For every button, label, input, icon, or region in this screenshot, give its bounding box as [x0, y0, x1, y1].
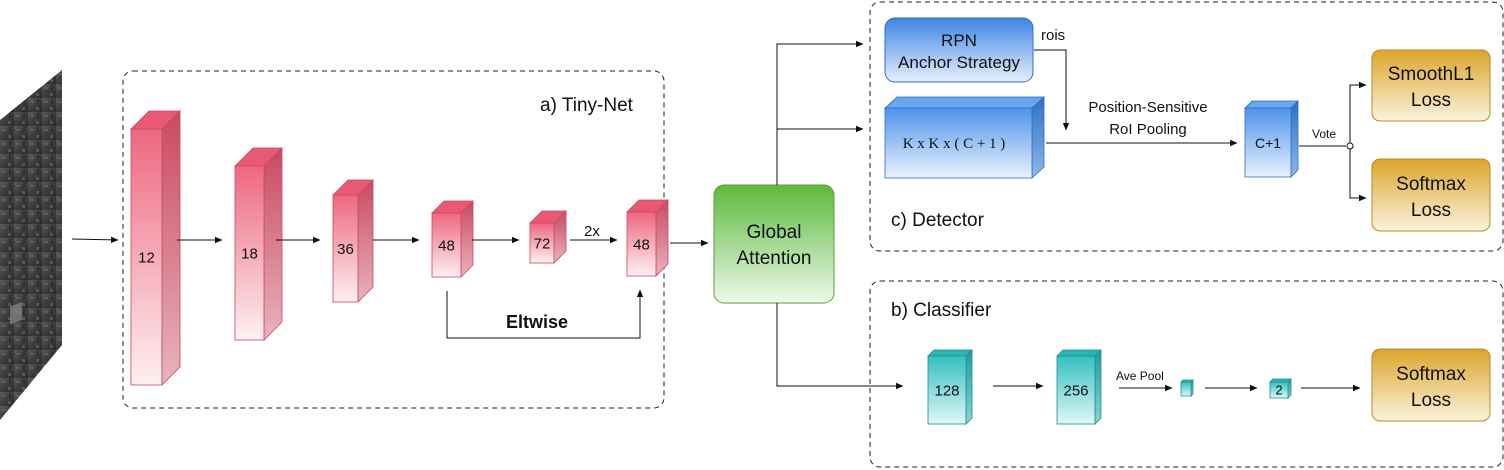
upsample-label: 2x	[584, 223, 600, 240]
rpn-line2: Anchor Strategy	[898, 53, 1020, 72]
arrow-input-to-net	[71, 236, 119, 244]
rpn-line1: RPN	[941, 31, 977, 50]
rpn-block	[884, 17, 1034, 83]
vote-label: Vote	[1312, 127, 1336, 141]
softmax-loss-block-classifier	[1371, 348, 1491, 422]
vote-to-smoothl1-arrow	[1349, 81, 1367, 143]
attention-branches	[776, 40, 904, 390]
pooling-line1: Position-Sensitive	[1088, 99, 1207, 116]
classifier-layer-1-label: 128	[934, 382, 959, 399]
position-sensitive-score-maps	[883, 96, 1046, 179]
global-attention-line1: Global	[747, 222, 802, 243]
eltwise-label: Eltwise	[506, 312, 568, 332]
softmax-loss-detector-line2: Loss	[1411, 200, 1451, 221]
classifier-arrows	[993, 382, 1361, 392]
smoothl1-loss-block	[1371, 49, 1491, 122]
feature-map-label: K x K x ( C + 1 )	[903, 136, 1006, 152]
softmax-loss-detector-line1: Softmax	[1396, 174, 1466, 195]
classifier-layer-4-label: 2	[1275, 383, 1282, 398]
softmax-loss-block-detector	[1371, 158, 1491, 232]
classifier-layer-4: 2	[1269, 378, 1292, 399]
tiny-net-layers: 12 18 36 48 72 48	[130, 110, 669, 386]
tiny-net-layer-1-label: 12	[138, 249, 155, 266]
input-image	[0, 70, 62, 420]
classifier-layers: 128 256 2	[927, 349, 1292, 425]
rois-label: rois	[1041, 27, 1065, 44]
tiny-net-layer-2: 18	[234, 147, 283, 341]
tiny-net-layer-4-label: 48	[438, 237, 455, 254]
tiny-net-layer-2-label: 18	[241, 245, 258, 262]
detector-panel	[869, 1, 1504, 252]
rois-arrow	[1034, 49, 1070, 131]
tiny-net-layer-3: 36	[332, 179, 374, 303]
tiny-net-layer-3-label: 36	[337, 241, 354, 258]
tiny-net-layer-5-label: 72	[534, 235, 551, 252]
class-score-label: C+1	[1255, 135, 1281, 151]
vote-junction	[1346, 142, 1354, 150]
classifier-layer-2-label: 256	[1063, 382, 1088, 399]
global-attention-line2: Attention	[737, 248, 812, 269]
tiny-net-layer-4: 48	[431, 200, 474, 278]
smoothl1-loss-line2: Loss	[1411, 90, 1451, 111]
ave-pool-label: Ave Pool	[1116, 369, 1164, 383]
tiny-net-arrows	[177, 236, 644, 339]
vote-to-softmax-arrow	[1349, 149, 1367, 202]
classifier-panel	[869, 280, 1504, 468]
softmax-loss-classifier-line1: Softmax	[1396, 364, 1466, 385]
global-attention-block	[713, 184, 835, 304]
softmax-loss-classifier-line2: Loss	[1411, 390, 1451, 411]
smoothl1-loss-line1: SmoothL1	[1388, 64, 1475, 85]
classifier-layer-3	[1180, 379, 1194, 397]
tiny-net-layer-5: 72	[529, 210, 567, 264]
tiny-net-layer-6-label: 48	[633, 236, 650, 253]
tiny-net-layer-1: 12	[130, 110, 181, 386]
classifier-title: b) Classifier	[891, 300, 992, 321]
tiny-net-layer-6: 48	[626, 199, 669, 277]
detector-title: c) Detector	[891, 210, 985, 231]
classifier-layer-2: 256	[1056, 349, 1102, 425]
classifier-layer-1: 128	[927, 349, 973, 425]
class-score-block	[1244, 100, 1299, 178]
tiny-net-title: a) Tiny-Net	[540, 95, 634, 116]
pooling-line2: RoI Pooling	[1109, 121, 1187, 138]
